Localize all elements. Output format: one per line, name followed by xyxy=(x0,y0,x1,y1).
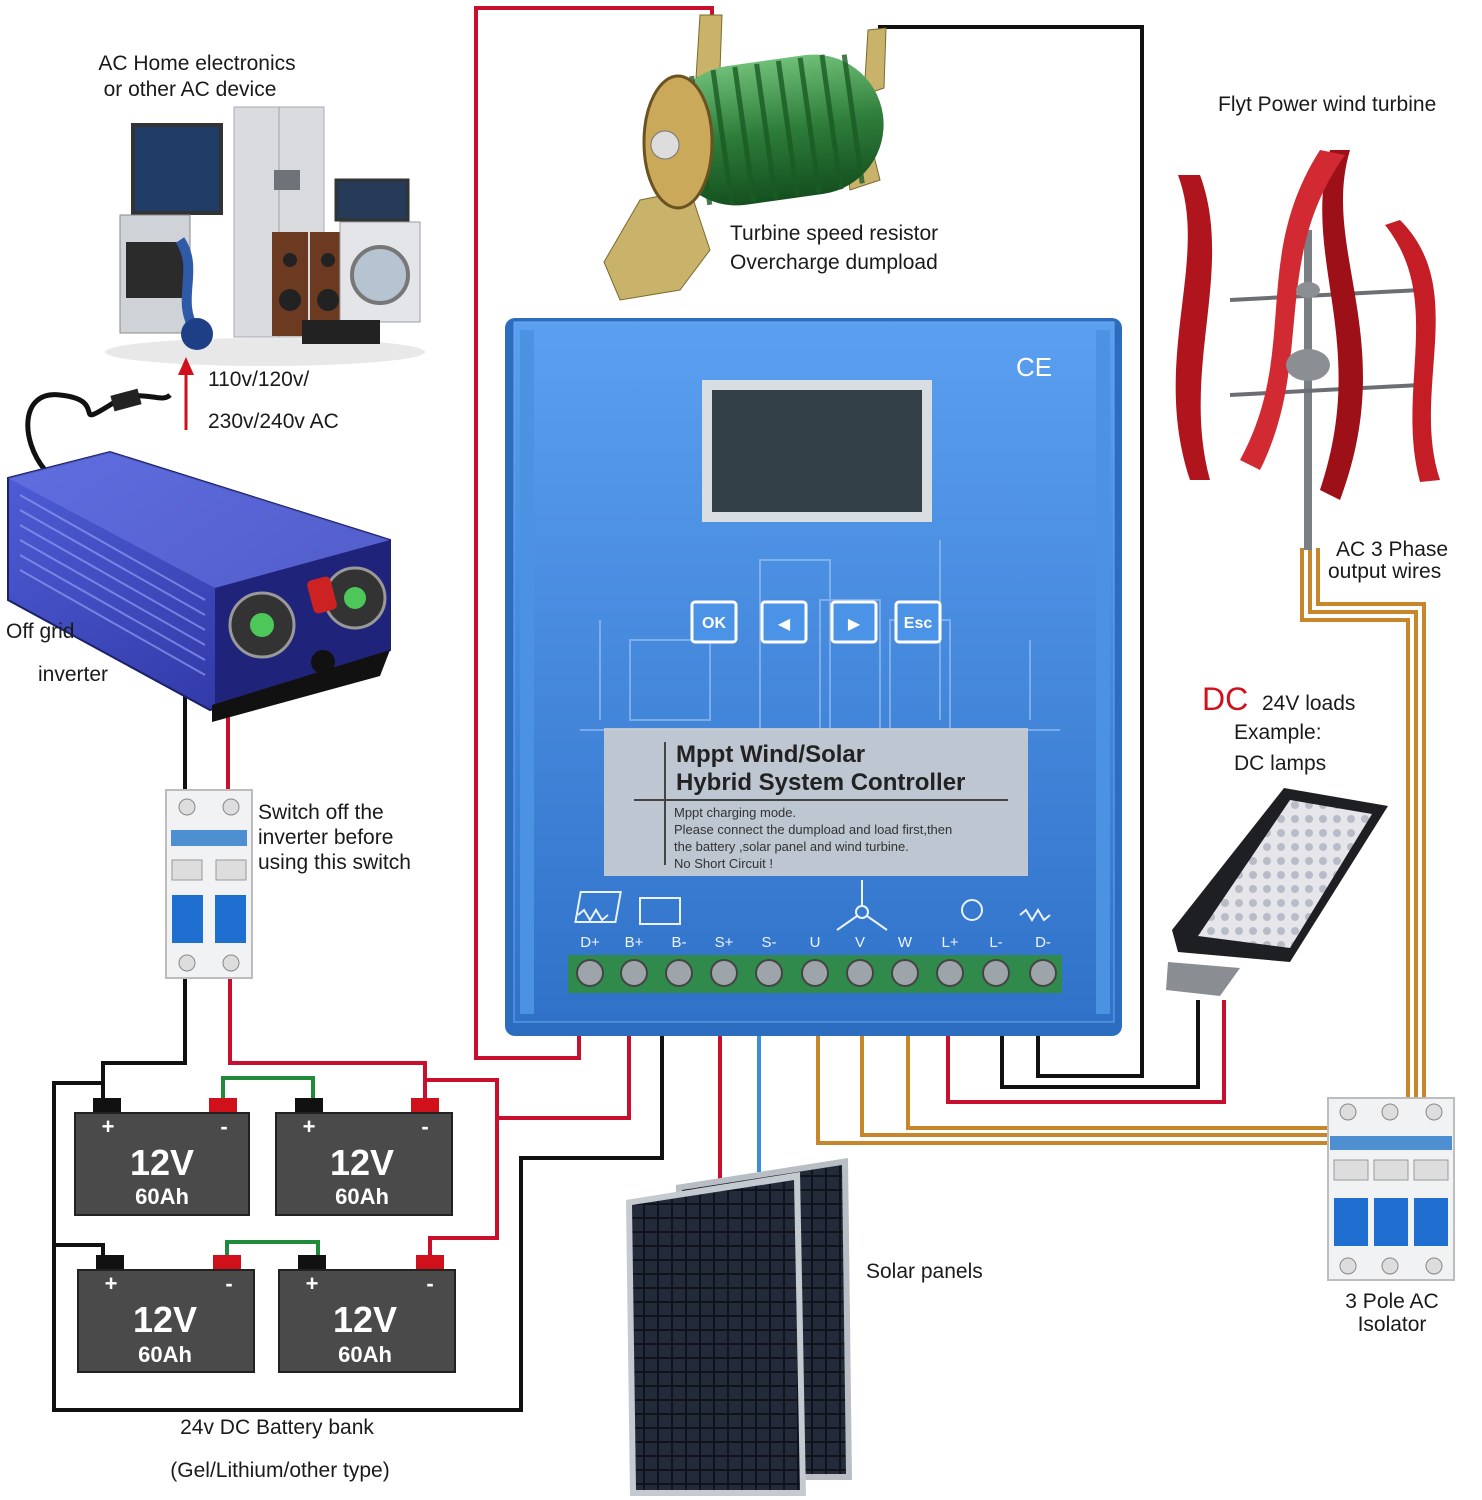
battery-1: + - 12V 60Ah xyxy=(74,1098,250,1216)
battery-negative-wire xyxy=(52,1035,664,1412)
terminal-d-minus: D- xyxy=(1035,934,1051,951)
dumpload-positive-wire xyxy=(474,6,714,1060)
resistor-icon xyxy=(603,14,887,301)
battery-4-plus: + xyxy=(306,1271,319,1296)
turbine-phase-3 xyxy=(1316,548,1426,1100)
battery-4: + - 12V 60Ah xyxy=(278,1255,456,1373)
battery-1-plus: + xyxy=(102,1114,115,1139)
terminal-d-plus: D+ xyxy=(580,934,600,951)
terminal-labels: D+ B+ B- S+ S- U V W L+ L- D- xyxy=(580,934,1051,951)
ac-devices-label-line2: or other AC device xyxy=(104,78,277,101)
home-appliances-icon xyxy=(105,106,425,366)
terminal-v: V xyxy=(855,934,865,951)
battery-bank-label-line2: (Gel/Lithium/other type) xyxy=(170,1459,389,1482)
battery-positive-wire xyxy=(428,1035,631,1260)
battery-3-voltage: 12V xyxy=(133,1299,197,1340)
ac-phase-label-line2: output wires xyxy=(1328,560,1441,583)
right-arrow-icon: ▶ xyxy=(848,616,861,633)
battery-2-minus: - xyxy=(421,1114,428,1139)
switch-label-line3: using this switch xyxy=(258,851,411,874)
solar-panel-icon xyxy=(626,1158,852,1496)
battery-3-plus: + xyxy=(105,1271,118,1296)
battery-1-minus: - xyxy=(220,1114,227,1139)
ac-phase-label-line1: AC 3 Phase xyxy=(1336,538,1448,561)
switch-label-line1: Switch off the xyxy=(258,801,384,824)
battery-link-top xyxy=(221,1076,315,1100)
turbine-label: Flyt Power wind turbine xyxy=(1218,93,1436,116)
battery-2-voltage: 12V xyxy=(330,1142,394,1183)
controller-icon xyxy=(505,318,1122,1036)
battery-3-capacity: 60Ah xyxy=(138,1342,192,1367)
controller-note-line3: the battery ,solar panel and wind turbin… xyxy=(674,839,909,854)
ok-button[interactable]: OK xyxy=(690,600,738,644)
battery-2: + - 12V 60Ah xyxy=(275,1098,453,1216)
solar-panels-label: Solar panels xyxy=(866,1260,983,1283)
ac-devices-label-line1: AC Home electronics xyxy=(98,52,295,75)
dc-loads-label-line3: DC lamps xyxy=(1234,752,1326,775)
dc-loads-label-line2: Example: xyxy=(1234,721,1322,744)
terminal-w: W xyxy=(898,934,913,951)
dc-label: DC xyxy=(1202,681,1248,717)
resistor-label-line2: Overcharge dumpload xyxy=(730,251,938,274)
battery-3-minus: - xyxy=(225,1271,232,1296)
controller-buttons: OK ◀ ▶ Esc xyxy=(690,600,942,644)
load-positive-wire xyxy=(946,1000,1226,1104)
battery-bank-label-line1: 24v DC Battery bank xyxy=(180,1416,374,1439)
controller-title-line2: Hybrid System Controller xyxy=(676,769,965,796)
terminal-u: U xyxy=(810,934,821,951)
isolator-label-line1: 3 Pole AC xyxy=(1345,1290,1438,1313)
inverter-icon xyxy=(7,388,391,722)
battery-link-bottom xyxy=(225,1240,320,1262)
esc-button[interactable]: Esc xyxy=(894,600,942,644)
inverter-label-line1: Off grid xyxy=(6,620,74,643)
controller-note-line1: Mppt charging mode. xyxy=(674,805,796,820)
resistor-label-line1: Turbine speed resistor xyxy=(730,222,938,245)
isolator-label-line2: Isolator xyxy=(1358,1313,1427,1336)
controller-note-line2: Please connect the dumpload and load fir… xyxy=(674,822,952,837)
terminal-l-minus: L- xyxy=(989,934,1002,951)
street-lamp-icon xyxy=(1166,788,1388,996)
phase-w-wire xyxy=(906,1035,1330,1130)
phase-v-wire xyxy=(860,1035,1330,1137)
ok-button-label: OK xyxy=(702,615,726,632)
right-button[interactable]: ▶ xyxy=(830,600,878,644)
terminal-s-plus: S+ xyxy=(715,934,734,951)
up-arrow-icon xyxy=(178,357,194,430)
battery-2-capacity: 60Ah xyxy=(335,1184,389,1209)
turbine-phase-1 xyxy=(1300,548,1410,1100)
switch-label-line2: inverter before xyxy=(258,826,393,849)
terminal-s-minus: S- xyxy=(762,934,777,951)
wind-turbine-icon xyxy=(1175,150,1440,550)
battery-3: + - 12V 60Ah xyxy=(77,1255,255,1373)
left-arrow-icon: ◀ xyxy=(778,616,791,633)
ac-voltage-label-line2: 230v/240v AC xyxy=(208,410,339,433)
inverter-label-line2: inverter xyxy=(38,663,108,686)
battery-4-minus: - xyxy=(426,1271,433,1296)
ac-voltage-label-line1: 110v/120v/ xyxy=(208,368,309,391)
load-negative-wire xyxy=(1000,1000,1200,1089)
breaker-2pole-icon xyxy=(165,789,253,979)
breaker-negative-wire xyxy=(101,978,187,1100)
battery-1-voltage: 12V xyxy=(130,1142,194,1183)
battery-2-plus: + xyxy=(303,1114,316,1139)
battery-4-capacity: 60Ah xyxy=(338,1342,392,1367)
breaker-positive-wire xyxy=(228,978,427,1100)
battery-4-voltage: 12V xyxy=(333,1299,397,1340)
controller-note-line4: No Short Circuit ! xyxy=(674,856,773,871)
ce-mark: CE xyxy=(1016,352,1052,382)
dc-loads-label-line1: 24V loads xyxy=(1262,692,1355,715)
controller-title-line1: Mppt Wind/Solar xyxy=(676,741,865,768)
terminal-l-plus: L+ xyxy=(941,934,958,951)
esc-button-label: Esc xyxy=(904,615,933,632)
phase-u-wire xyxy=(816,1035,1330,1145)
turbine-phase-2 xyxy=(1308,548,1418,1100)
breaker-3pole-icon xyxy=(1327,1097,1455,1281)
battery-1-capacity: 60Ah xyxy=(135,1184,189,1209)
terminal-b-minus: B- xyxy=(672,934,687,951)
terminal-b-plus: B+ xyxy=(625,934,644,951)
left-button[interactable]: ◀ xyxy=(760,600,808,644)
